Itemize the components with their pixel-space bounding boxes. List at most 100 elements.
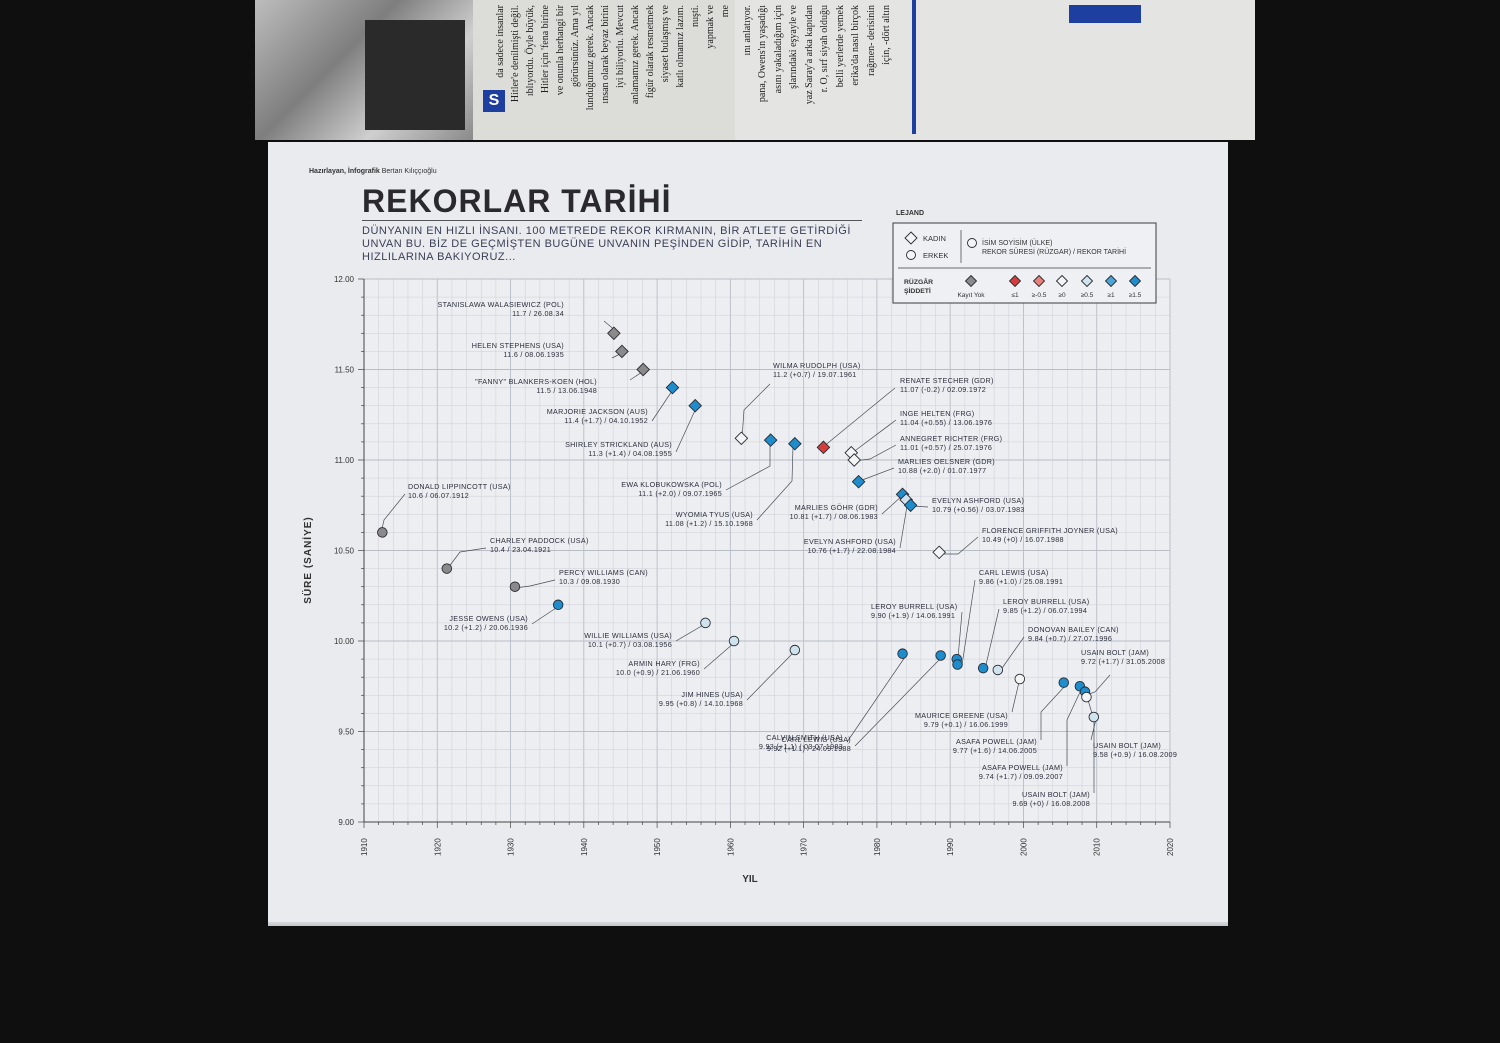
point-name-label: EWA KLOBUKOWSKA (POL) [621,480,722,489]
point-detail-label: 11.3 (+1.4) / 04.08.1955 [588,449,672,458]
page-subtitle: DÜNYANIN EN HIZLI İNSANI. 100 METREDE RE… [362,225,851,263]
point-detail-label: 10.49 (+0) / 16.07.1988 [982,535,1064,544]
point-detail-label: 11.4 (+1.7) / 04.10.1952 [564,416,648,425]
female-record-marker [636,362,651,377]
x-tick-label: 1920 [433,838,442,856]
point-name-label: USAIN BOLT (JAM) [1081,648,1149,657]
female-record-marker [847,453,862,467]
wind-diamond-icon [1032,274,1046,288]
male-record-marker [728,635,740,647]
point-detail-label: 9.86 (+1.0) / 25.08.1991 [979,577,1063,586]
point-name-label: HELEN STEPHENS (USA) [472,341,564,350]
point-name-label: MARJORIE JACKSON (AUS) [547,407,648,416]
leader-line [846,656,906,743]
leader-line [531,605,560,625]
point-detail-label: 10.88 (+2.0) / 01.07.1977 [898,466,986,475]
leader-line [957,611,963,659]
male-record-marker [977,662,989,674]
x-tick-label: 1930 [507,838,516,856]
wind-diamond-icon [1055,274,1069,288]
title-rule [362,220,862,221]
female-record-marker [607,326,621,341]
wind-level-label: ≥1 [1107,292,1115,299]
point-name-label: ASAFA POWELL (JAM) [982,763,1063,772]
point-detail-label: 11.7 / 26.08.34 [512,309,564,318]
point-detail-label: 9.77 (+1.6) / 14.06.2005 [953,746,1037,755]
x-tick-label: 1980 [873,838,882,856]
point-detail-label: 10.0 (+0.9) / 21.06.1960 [616,668,700,677]
point-detail-label: 9.58 (+0.9) / 16.08.2009 [1093,750,1177,759]
leader-line [651,387,675,422]
male-record-marker [509,581,521,592]
point-detail-label: 9.69 (+0) / 16.08.2008 [1012,799,1090,808]
point-name-label: WILLIE WILLIAMS (USA) [584,631,672,640]
female-record-marker [788,436,802,451]
point-detail-label: 9.85 (+1.2) / 06.07.1994 [1003,606,1087,615]
leader-line [851,419,897,454]
legend-box [892,222,1157,304]
point-name-label: JESSE OWENS (USA) [449,614,528,623]
point-name-label: LEROY BURRELL (USA) [871,602,957,611]
credit-label: Hazırlayan, İnfografik [309,168,380,175]
data-points [377,326,1100,723]
male-record-marker [992,664,1004,676]
legend-wind-title: ŞİDDETİ [904,287,931,295]
leader-line [854,658,941,747]
logo-badge: S [483,90,505,112]
y-tick-label: 11.50 [335,366,355,375]
point-name-label: ARMIN HARY (FRG) [628,659,700,668]
y-axis-title: SÜRE (SANİYE) [301,516,314,603]
male-record-marker [952,659,963,670]
scoreboard-image [365,20,465,130]
point-detail-label: 11.5 / 13.06.1948 [536,386,597,395]
female-record-marker [615,344,629,359]
male-record-marker [935,650,946,661]
wind-diamond-icon [1104,274,1118,288]
point-name-label: WYOMIA TYUS (USA) [676,510,753,519]
wind-level-label: ≤1 [1011,292,1019,299]
leader-line [1011,681,1020,713]
leader-line [1090,718,1097,741]
x-axis-title: YIL [742,874,758,885]
y-tick-label: 12.00 [334,275,355,284]
point-detail-label: 9.90 (+1.9) / 14.06.1991 [871,611,955,620]
grid [363,278,1171,823]
logo-letter: S [488,92,500,109]
male-record-marker [377,527,388,538]
female-record-marker [688,398,703,413]
male-record-marker [1014,673,1026,685]
leader-line [675,405,698,453]
point-name-label: DONALD LIPPINCOTT (USA) [408,482,511,491]
wind-diamond-icon [1080,274,1094,288]
legend-key-line1: İSİM SOYİSİM (ÜLKE) [982,238,1052,247]
point-name-label: LEROY BURRELL (USA) [1003,597,1089,606]
point-name-label: PERCY WILLIAMS (CAN) [559,568,648,577]
point-name-label: MAURICE GREENE (USA) [915,711,1008,720]
y-tick-label: 10.50 [334,547,355,556]
leader-line [725,441,771,491]
point-name-label: STANISLAWA WALASIEWICZ (POL) [438,300,564,309]
leader-line [1066,689,1082,766]
key-circle-icon [967,238,977,248]
point-detail-label: 11.01 (+0.57) / 25.07.1976 [900,443,992,452]
x-tick-label: 1940 [580,838,589,856]
point-detail-label: 9.93 (+1.1) / 03.07.1983 [759,742,843,751]
male-record-marker [700,617,711,629]
x-tick-label: 1970 [800,838,809,856]
point-name-label: SHIRLEY STRICKLAND (AUS) [565,440,672,449]
point-name-label: USAIN BOLT (JAM) [1093,741,1161,750]
blue-block [1069,5,1141,23]
leader-line [756,445,794,521]
point-name-label: EVELYN ASHFORD (USA) [932,496,1024,505]
female-diamond-icon [904,231,918,245]
point-detail-label: 9.74 (+1.7) / 09.09.2007 [979,772,1063,781]
point-labels: STANISLAWA WALASIEWICZ (POL)11.7 / 26.08… [408,300,1177,808]
y-tick-label: 9.00 [338,818,354,827]
legend-key-line2: REKOR SÜRESİ (RÜZGAR) / REKOR TARİHİ [982,247,1126,256]
point-detail-label: 11.1 (+2.0) / 09.07.1965 [638,489,722,498]
point-detail-label: 11.6 / 08.06.1935 [503,350,564,359]
